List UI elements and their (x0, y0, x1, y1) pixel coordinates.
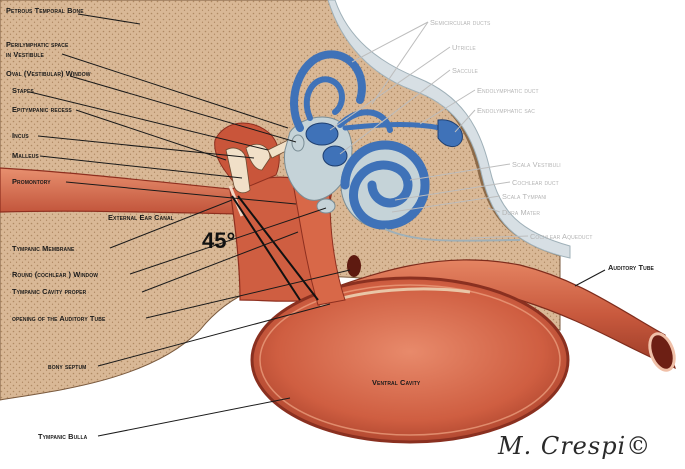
tympanic-bulla (250, 276, 570, 444)
endolymphatic-duct (342, 122, 443, 131)
label-oval-window: Oval (Vestibular) Window (6, 69, 91, 78)
angle-line-1 (231, 195, 301, 301)
label-cochlear-duct: Cochlear duct (512, 178, 559, 187)
cochlear-aqueduct (384, 228, 521, 242)
leader-lines-left (29, 13, 351, 437)
label-opening-auditory-tube: opening of the Auditory Tube (12, 314, 106, 323)
label-scala-tympani: Scala Tympani (502, 192, 547, 201)
semicircular-duct-2 (303, 76, 345, 121)
label-tympanic-cavity-proper: Tympanic Cavity proper (12, 287, 87, 296)
label-angle: 45° (202, 228, 236, 253)
label-round-window: Round (cochlear ) Window (12, 270, 99, 279)
round-window (316, 198, 336, 214)
label-incus: Incus (12, 131, 29, 140)
utricle (305, 122, 339, 146)
malleus (225, 147, 251, 194)
label-petrous-temporal-bone: Petrous Temporal Bone (6, 6, 84, 15)
label-stapes: Stapes (12, 86, 34, 95)
auditory-tube-leader (574, 269, 606, 287)
cochlear-duct (340, 140, 430, 230)
label-tympanic-bulla: Tympanic Bulla (38, 432, 88, 441)
label-saccule: Saccule (452, 66, 478, 75)
label-tympanic-membrane: Tympanic Membrane (12, 244, 75, 253)
auditory-tube-opening (648, 332, 676, 372)
leader-lines-right (329, 21, 529, 239)
label-bony-septum: bony septum (48, 362, 87, 371)
label-endolymphatic-duct: Endolymphatic duct (477, 86, 539, 95)
label-scala-vestibuli: Scala Vestibuli (512, 160, 561, 169)
endolymphatic-sac (437, 119, 463, 147)
label-dura-mater: Dura Mater (502, 208, 541, 217)
oval-window (291, 134, 305, 152)
auditory-tube-inner-opening (347, 255, 361, 277)
label-endolymphatic-sac: Endolymphatic sac (477, 106, 535, 115)
label-external-ear-canal: External Ear Canal (108, 213, 174, 222)
label-utricle: Utricle (452, 43, 476, 52)
label-cochlear-aqueduct: Cochlear Aqueduct (530, 232, 593, 241)
label-perilymphatic-space-2: in Vestibule (6, 50, 44, 59)
label-promontory: Promontory (12, 177, 51, 186)
label-auditory-tube: Auditory Tube (608, 263, 654, 272)
label-semicircular-ducts: Semicircular ducts (430, 18, 491, 27)
label-epitympanic-recess: Epitympanic recess (12, 105, 72, 114)
saccule (322, 145, 348, 167)
tympanic-bulla-wall (259, 284, 561, 436)
label-ventral-cavity: Ventral Cavity (372, 378, 421, 387)
label-perilymphatic-space-1: Perilymphatic space (6, 40, 69, 49)
artist-signature: M. Crespi© (498, 432, 652, 460)
label-malleus: Malleus (12, 151, 39, 160)
dura-mater (327, 0, 571, 259)
semicircular-duct-1 (290, 50, 366, 132)
incus (245, 144, 271, 171)
angle-line-2 (237, 195, 319, 301)
